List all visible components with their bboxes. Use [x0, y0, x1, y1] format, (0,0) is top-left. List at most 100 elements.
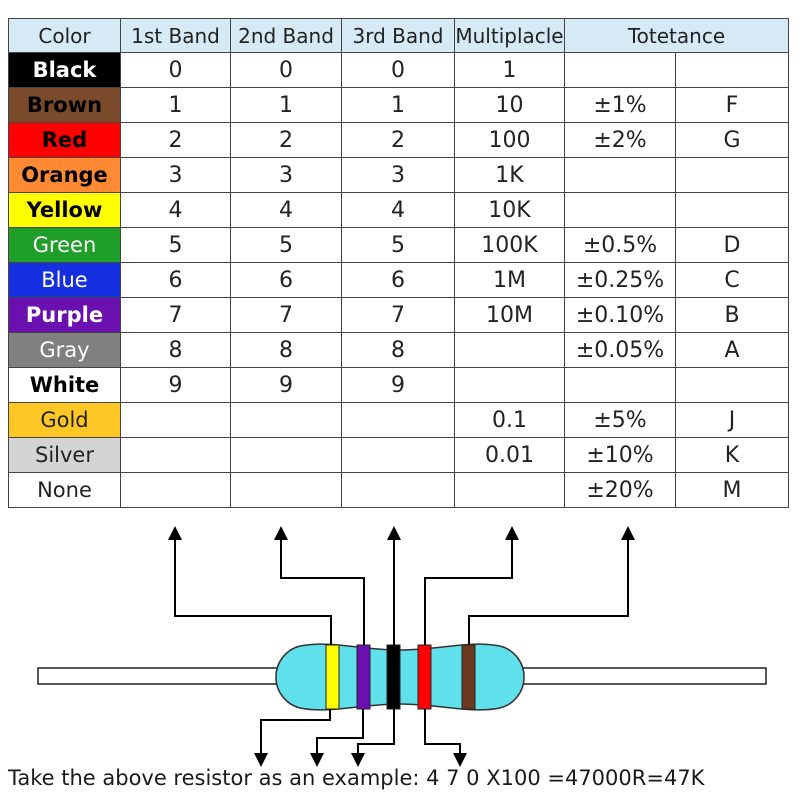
- band3-digit: 4: [341, 192, 455, 228]
- color-swatch: Purple: [8, 297, 121, 333]
- band2-digit: [230, 402, 342, 438]
- tolerance-value: ±1%: [564, 87, 676, 123]
- color-swatch: Gold: [8, 402, 121, 438]
- resistor-lead-right: [521, 667, 767, 685]
- band3-digit: 1: [341, 87, 455, 123]
- color-swatch: Gray: [8, 332, 121, 368]
- arrow-down-4: [424, 709, 467, 767]
- resistor-lead-left: [37, 667, 279, 685]
- band3-digit: 7: [341, 297, 455, 333]
- band3-digit: 2: [341, 122, 455, 158]
- band3-digit: [341, 472, 455, 508]
- example-caption: Take the above resistor as an example: 4…: [8, 766, 705, 790]
- arrow-down-2: [310, 709, 364, 767]
- band2-digit: 6: [230, 262, 342, 298]
- band2-digit: 9: [230, 367, 342, 403]
- band2-digit: 3: [230, 157, 342, 193]
- band3-digit: [341, 402, 455, 438]
- multiplier-value: [454, 332, 565, 368]
- band-black: [386, 644, 401, 710]
- arrow-down-1: [254, 709, 331, 767]
- band3-digit: 6: [341, 262, 455, 298]
- tolerance-value: [564, 52, 676, 88]
- tolerance-code: F: [675, 87, 789, 123]
- band3-digit: 5: [341, 227, 455, 263]
- tolerance-code: B: [675, 297, 789, 333]
- arrow-tolerance-to-column: [468, 526, 635, 645]
- multiplier-value: 0.01: [454, 437, 565, 473]
- band-brown: [461, 644, 476, 710]
- band1-digit: 4: [120, 192, 231, 228]
- tolerance-value: [564, 367, 676, 403]
- tolerance-code: K: [675, 437, 789, 473]
- tolerance-value: [564, 192, 676, 228]
- band3-digit: 0: [341, 52, 455, 88]
- arrow-band2-to-column: [274, 526, 365, 645]
- tolerance-code: [675, 52, 789, 88]
- tolerance-value: [564, 157, 676, 193]
- tolerance-value: ±5%: [564, 402, 676, 438]
- band-yellow: [325, 644, 340, 710]
- band2-digit: 7: [230, 297, 342, 333]
- table-row-none: None±20%M: [8, 472, 789, 508]
- color-swatch: Red: [8, 122, 121, 158]
- band2-digit: 5: [230, 227, 342, 263]
- color-swatch: Brown: [8, 87, 121, 123]
- arrow-down-3: [351, 709, 395, 767]
- arrows-down: [254, 709, 467, 767]
- band1-digit: [120, 472, 231, 508]
- band1-digit: 0: [120, 52, 231, 88]
- tolerance-value: ±0.25%: [564, 262, 676, 298]
- band2-digit: [230, 472, 342, 508]
- arrows-up: [168, 526, 635, 645]
- arrow-band1-to-column: [168, 526, 332, 645]
- tolerance-value: ±0.10%: [564, 297, 676, 333]
- tolerance-value: ±10%: [564, 437, 676, 473]
- color-swatch: Black: [8, 52, 121, 88]
- band1-digit: 8: [120, 332, 231, 368]
- band1-digit: 6: [120, 262, 231, 298]
- multiplier-value: 1K: [454, 157, 565, 193]
- color-swatch: White: [8, 367, 121, 403]
- band1-digit: 1: [120, 87, 231, 123]
- tolerance-code: C: [675, 262, 789, 298]
- color-swatch: Orange: [8, 157, 121, 193]
- band2-digit: 1: [230, 87, 342, 123]
- tolerance-code: [675, 157, 789, 193]
- header-tolerance: Totetance: [564, 18, 789, 53]
- multiplier-value: 100K: [454, 227, 565, 263]
- resistor-bands: [325, 644, 476, 710]
- arrow-multiplier-to-column: [424, 526, 519, 645]
- multiplier-value: 100: [454, 122, 565, 158]
- color-code-table: Color 1st Band 2nd Band 3rd Band Multipl…: [8, 18, 789, 508]
- table-row-silver: Silver 0.01±10%K: [8, 437, 789, 473]
- table-header-row: Color 1st Band 2nd Band 3rd Band Multipl…: [8, 18, 789, 53]
- color-swatch: Blue: [8, 262, 121, 298]
- header-multiplier: Multiplacle: [454, 18, 565, 53]
- multiplier-value: [454, 472, 565, 508]
- header-band3: 3rd Band: [341, 18, 455, 53]
- color-swatch: Silver: [8, 437, 121, 473]
- tolerance-code: [675, 192, 789, 228]
- color-swatch: Green: [8, 227, 121, 263]
- header-color: Color: [8, 18, 121, 53]
- band1-digit: 7: [120, 297, 231, 333]
- multiplier-value: 1: [454, 52, 565, 88]
- band1-digit: 5: [120, 227, 231, 263]
- band-purple: [356, 644, 371, 710]
- band2-digit: 0: [230, 52, 342, 88]
- multiplier-value: 10K: [454, 192, 565, 228]
- band1-digit: [120, 437, 231, 473]
- tolerance-code: G: [675, 122, 789, 158]
- tolerance-code: M: [675, 472, 789, 508]
